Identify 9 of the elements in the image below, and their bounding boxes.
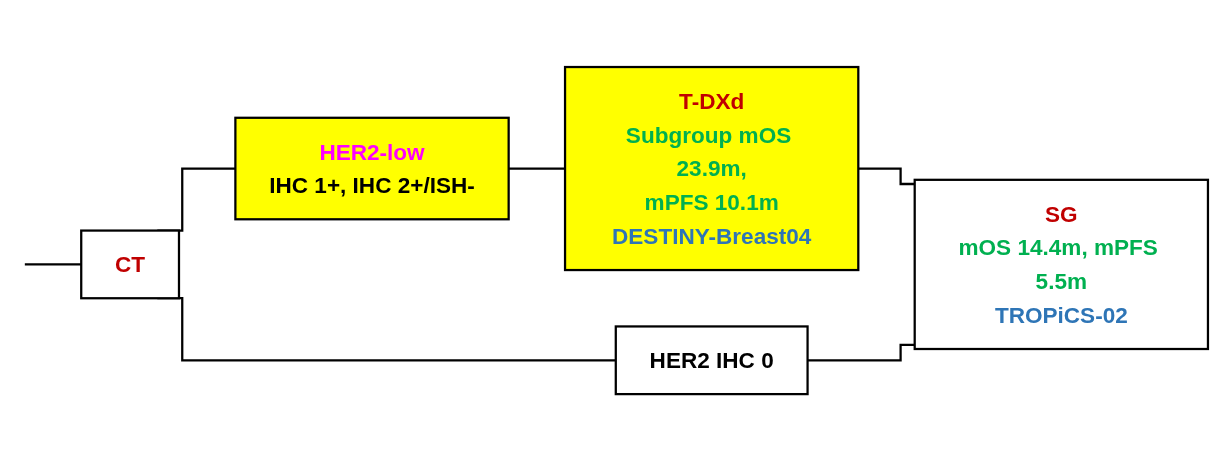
connector	[807, 344, 915, 362]
node-box: SG mOS 14.4m, mPFS 5.5m TROPiCS-02	[913, 179, 1210, 351]
connector	[858, 167, 915, 186]
node-box: HER2-low IHC 1+, IHC 2+/ISH-	[234, 117, 510, 221]
node-box: T-DXd Subgroup mOS 23.9m, mPFS 10.1m DESTINY-Breast04	[563, 66, 860, 272]
connector	[508, 167, 566, 171]
node-box: HER2 IHC 0	[614, 325, 809, 396]
connector	[24, 263, 82, 266]
node-box: CT	[80, 229, 181, 300]
